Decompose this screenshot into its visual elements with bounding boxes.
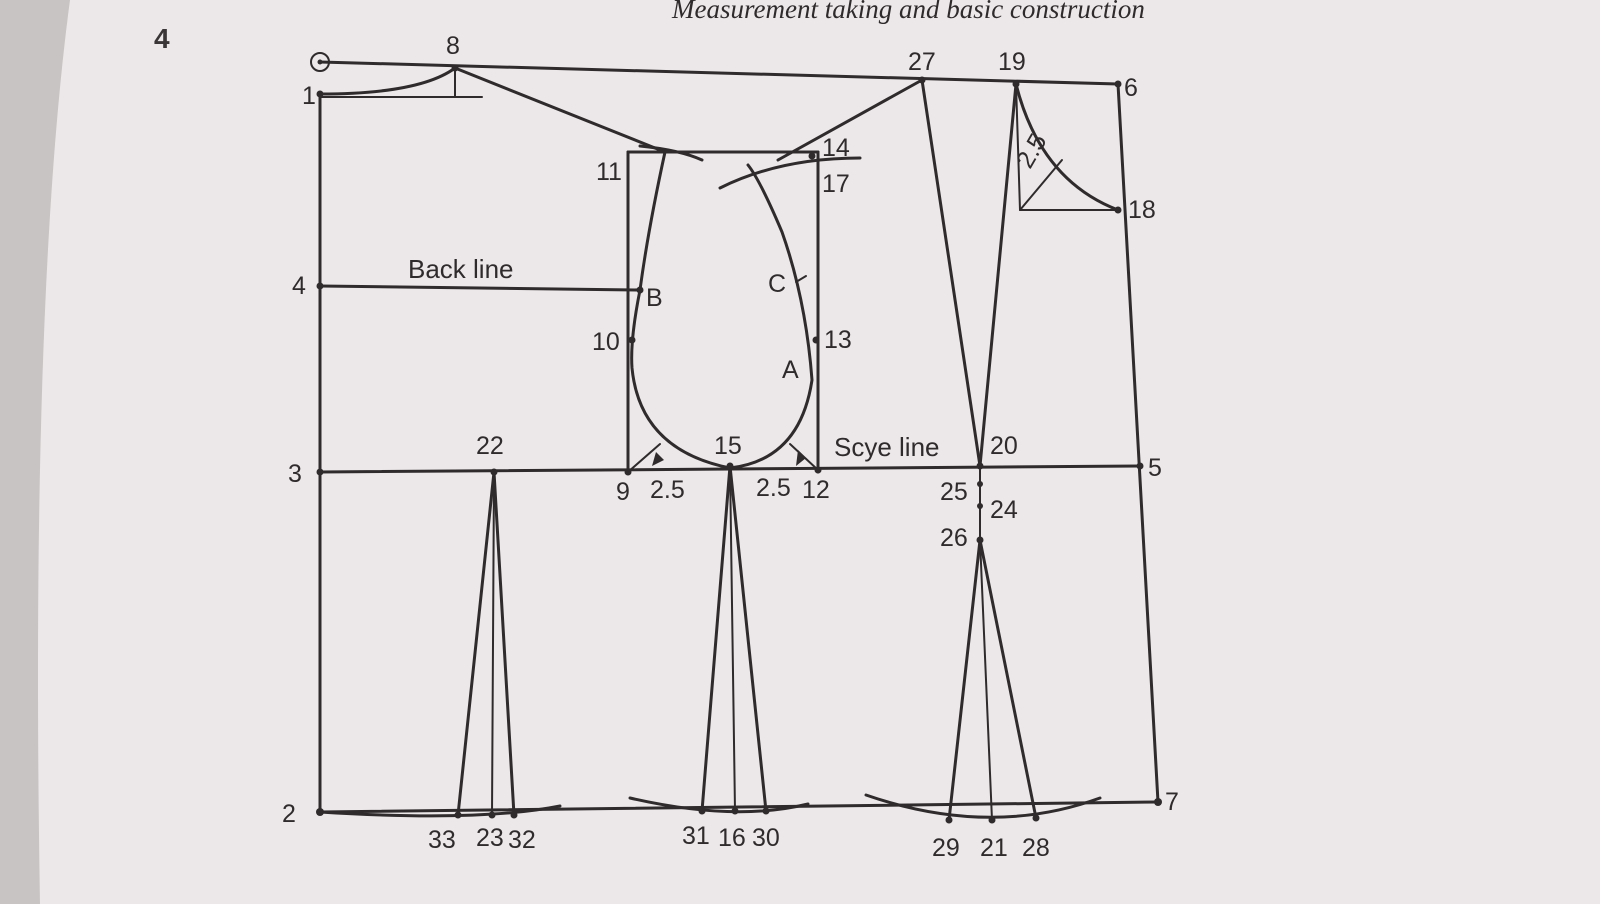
label-18: 18 xyxy=(1128,196,1156,224)
front-neck-vertical xyxy=(1015,83,1021,211)
label-31: 31 xyxy=(682,822,710,850)
label-30: 30 xyxy=(752,824,780,852)
label-2-5-left: 2.5 xyxy=(650,476,685,504)
label-back-line: Back line xyxy=(408,254,514,284)
label-25: 25 xyxy=(940,478,968,506)
label-12: 12 xyxy=(802,476,830,504)
label-14: 14 xyxy=(822,134,850,162)
label-4: 4 xyxy=(292,272,306,300)
label-10: 10 xyxy=(592,328,620,356)
label-6: 6 xyxy=(1124,74,1138,102)
side-seam-27-20 xyxy=(920,78,982,468)
label-29: 29 xyxy=(932,834,960,862)
point-labels: 1 2 3 4 5 6 7 8 9 10 11 12 13 14 15 16 1… xyxy=(282,32,1179,862)
label-5: 5 xyxy=(1148,454,1162,482)
front-shoulder-curve xyxy=(718,156,862,190)
back-neck xyxy=(318,66,704,162)
label-22: 22 xyxy=(476,432,504,460)
label-24: 24 xyxy=(990,496,1018,524)
point-zero-circle xyxy=(310,52,330,72)
label-28: 28 xyxy=(1022,834,1050,862)
armhole-box xyxy=(626,150,820,474)
front-neck-diagonal xyxy=(1019,159,1063,211)
label-32: 32 xyxy=(508,826,536,854)
back-neck-curve xyxy=(318,66,457,96)
label-2: 2 xyxy=(282,800,296,828)
label-B: B xyxy=(646,284,663,312)
label-20: 20 xyxy=(990,432,1018,460)
point-zero-dot xyxy=(317,59,323,65)
dart-back-center xyxy=(491,471,495,816)
label-8: 8 xyxy=(446,32,460,60)
label-3: 3 xyxy=(288,460,302,488)
front-shoulder-line xyxy=(776,78,924,162)
dart-front-left xyxy=(947,538,982,822)
c-tick xyxy=(795,275,807,283)
back-line-4-b xyxy=(318,284,642,292)
dart-mid-center xyxy=(729,465,736,812)
darts xyxy=(456,464,1038,822)
running-header: Measurement taking and basic constructio… xyxy=(671,0,1145,24)
front-neck-curve xyxy=(1014,82,1120,212)
label-2-5-right: 2.5 xyxy=(756,474,791,502)
dart-mid-right xyxy=(728,464,768,813)
label-16: 16 xyxy=(718,824,746,852)
label-13: 13 xyxy=(824,326,852,354)
mark-left-diagonal xyxy=(627,443,661,473)
label-A: A xyxy=(782,356,799,384)
label-23: 23 xyxy=(476,824,504,852)
dart-front-center xyxy=(979,539,993,821)
label-27: 27 xyxy=(908,48,936,76)
label-11: 11 xyxy=(596,158,622,186)
waist-curve-mid xyxy=(628,796,810,814)
dart-back-right xyxy=(492,470,516,817)
label-scye-line: Scye line xyxy=(834,432,940,462)
label-1: 1 xyxy=(302,82,316,110)
label-33: 33 xyxy=(428,826,456,854)
front-neck xyxy=(1014,82,1120,212)
label-21: 21 xyxy=(980,834,1008,862)
label-17: 17 xyxy=(822,170,850,198)
underarm-marks xyxy=(627,443,819,473)
dart-back-left xyxy=(456,470,496,817)
label-19: 19 xyxy=(998,48,1026,76)
dart-mid-left xyxy=(700,464,732,813)
mark-left-arrow xyxy=(652,452,664,466)
label-15: 15 xyxy=(714,432,742,460)
right-line-6-7 xyxy=(1116,82,1160,804)
side-seam-19-20 xyxy=(978,82,1018,468)
label-26: 26 xyxy=(940,524,968,552)
mark-right-arrow xyxy=(796,450,806,466)
back-shoulder-line xyxy=(453,66,667,154)
page-number: 4 xyxy=(154,23,170,54)
waist-curve-front xyxy=(864,793,1102,819)
front-shoulder xyxy=(718,78,924,190)
point-dots xyxy=(316,64,1162,824)
page-shadow xyxy=(0,0,70,904)
dart-front-right xyxy=(978,538,1038,820)
label-7: 7 xyxy=(1165,788,1179,816)
label-C: C xyxy=(768,270,786,298)
label-9: 9 xyxy=(616,478,630,506)
